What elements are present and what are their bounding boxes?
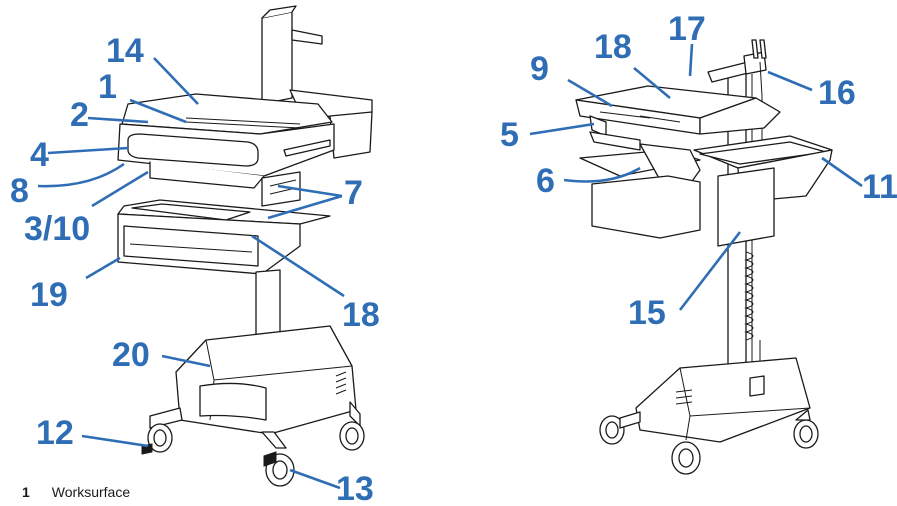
callout-11: 11	[862, 168, 897, 206]
callout-labels: 14 1 2 4 8 3/10 7 18 19 20 12 13 9 18 5 …	[10, 10, 897, 506]
right-drawer	[591, 175, 701, 239]
callout-4: 4	[30, 136, 49, 174]
callout-15: 15	[628, 294, 666, 332]
side-handle	[283, 139, 331, 157]
legend-label: Worksurface	[51, 484, 131, 500]
left-mast-top	[261, 5, 297, 19]
coiled-cord	[744, 251, 754, 341]
worksurface-handle	[127, 133, 259, 167]
left-casters	[141, 421, 365, 487]
base-front-panel	[199, 382, 267, 421]
leader-lines	[37, 43, 863, 490]
keyboard	[131, 203, 251, 221]
legend-row: 1 Worksurface	[22, 484, 130, 500]
left-mast	[261, 11, 293, 105]
callout-18-left: 18	[342, 296, 380, 334]
undershelf	[149, 161, 265, 189]
callout-8: 8	[10, 172, 29, 210]
callout-17: 17	[668, 10, 706, 48]
callout-7: 7	[344, 174, 363, 212]
callout-12: 12	[36, 414, 74, 452]
legend-number: 1	[22, 484, 30, 500]
left-rear-bin	[329, 111, 373, 159]
worksurface-slot	[185, 117, 301, 125]
callout-5: 5	[500, 116, 519, 154]
callout-20: 20	[112, 336, 150, 374]
drawer-front	[123, 225, 259, 267]
callout-13: 13	[336, 470, 374, 501]
left-mast-arm	[291, 29, 323, 45]
right-bracket	[589, 131, 641, 151]
right-casters	[599, 409, 819, 475]
callout-1: 1	[98, 68, 117, 106]
right-cart	[575, 39, 833, 475]
lift-bracket	[261, 171, 301, 207]
callout-2: 2	[70, 96, 89, 134]
left-cart	[117, 5, 373, 487]
callout-9: 9	[530, 50, 549, 88]
rear-pouch	[717, 167, 775, 247]
callout-14: 14	[106, 32, 144, 70]
right-base	[635, 357, 811, 443]
callout-18-right: 18	[594, 28, 632, 66]
callout-16: 16	[818, 74, 856, 112]
callout-19: 19	[30, 276, 68, 314]
callout-6: 6	[536, 162, 555, 200]
callout-3-10: 3/10	[24, 210, 90, 248]
